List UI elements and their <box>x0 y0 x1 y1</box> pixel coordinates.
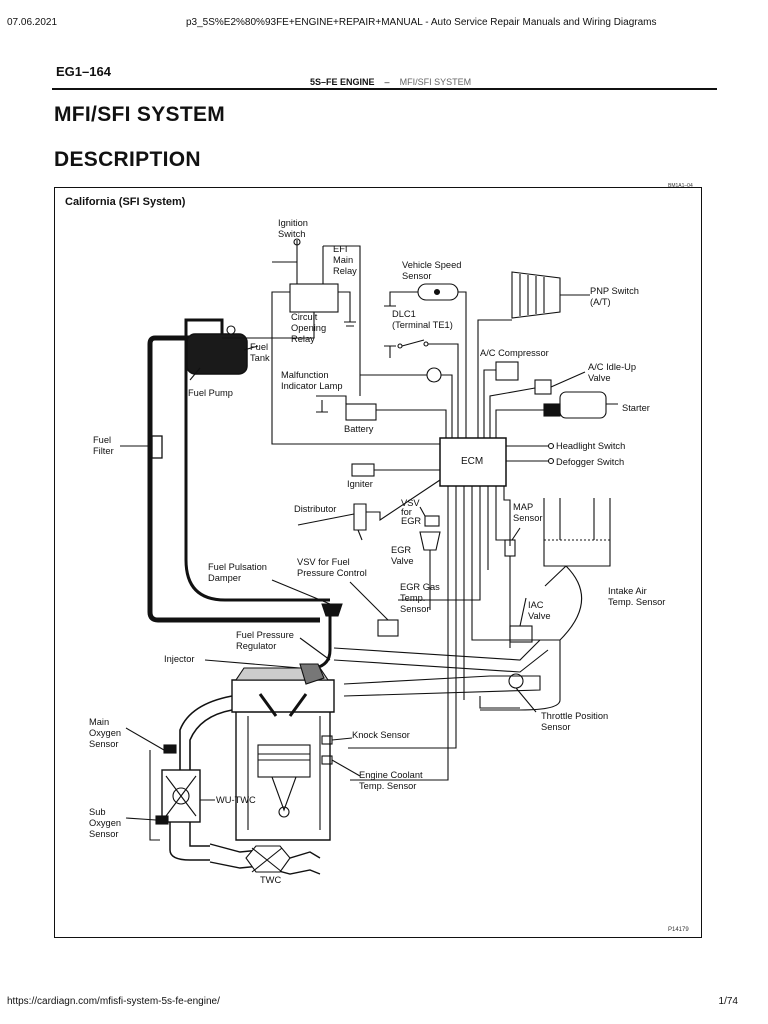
label-malfunction-lamp: Malfunction Indicator Lamp <box>281 370 343 391</box>
print-page-number: 1/74 <box>718 996 738 1007</box>
label-intake-air-temp: Intake Air Temp. Sensor <box>608 586 666 607</box>
label-fuel-filter: Fuel Filter <box>93 435 114 456</box>
label-wu-twc: WU-TWC <box>216 795 256 805</box>
intake-chamber <box>543 498 611 567</box>
label-headlight-switch: Headlight Switch <box>556 441 626 451</box>
label-sub-oxygen: Sub Oxygen Sensor <box>89 807 122 839</box>
label-fuel-pump: Fuel Pump <box>188 388 233 398</box>
starter <box>559 391 607 419</box>
label-fuel-pulsation-damper: Fuel Pulsation Damper <box>208 562 267 583</box>
igniter <box>351 463 375 477</box>
system-diagram <box>120 238 618 875</box>
label-vsv-fuel-pressure: VSV for Fuel Pressure Control <box>297 557 367 578</box>
label-fuel-pressure-regulator: Fuel Pressure Regulator <box>236 630 294 651</box>
vsv-egr <box>424 515 440 527</box>
fuel-pulsation-damper <box>321 603 343 617</box>
label-engine-coolant: Engine Coolant Temp. Sensor <box>359 770 423 791</box>
label-ecm: ECM <box>461 456 484 467</box>
print-url: https://cardiagn.com/mfisfi-system-5s-fe… <box>7 996 220 1007</box>
exhaust-manifold <box>179 695 233 770</box>
fuel-filter <box>151 435 163 459</box>
label-twc: TWC <box>260 875 282 885</box>
engine-label: 5S–FE ENGINE <box>310 77 375 87</box>
battery <box>345 403 377 421</box>
label-iac-valve: IAC Valve <box>528 600 551 621</box>
iac-valve <box>509 625 533 643</box>
label-pnp-switch: PNP Switch (A/T) <box>590 286 639 307</box>
label-injector: Injector <box>164 654 195 664</box>
section-heading: MFI/SFI SYSTEM <box>54 103 226 126</box>
label-throttle-position: Throttle Position Sensor <box>541 711 609 732</box>
label-vsv-egr: VSV for EGR <box>401 498 422 526</box>
injector <box>299 663 325 685</box>
label-starter: Starter <box>622 403 650 413</box>
label-ignition-switch: Ignition Switch <box>278 218 308 239</box>
fuel-return-line <box>184 318 330 602</box>
label-igniter: Igniter <box>347 479 373 489</box>
page-code: EG1–164 <box>56 64 111 79</box>
figure-tag: BM1A1–04 <box>668 183 693 189</box>
label-battery: Battery <box>344 424 374 434</box>
piston <box>257 744 311 778</box>
vsv-fuel-pressure <box>377 619 399 637</box>
label-circuit-opening-relay: Circuit Opening Relay <box>291 312 327 344</box>
main-oxygen-body <box>163 744 177 754</box>
ac-idle-up-valve <box>534 379 552 395</box>
distributor <box>353 503 367 541</box>
label-ac-compressor: A/C Compressor <box>480 348 549 358</box>
label-egr-valve: EGR Valve <box>391 545 414 566</box>
circuit-opening-relay-box <box>289 283 339 313</box>
pnp-switch <box>511 271 561 319</box>
sub-oxygen-body <box>155 815 169 825</box>
section-label: MFI/SFI SYSTEM <box>399 77 472 87</box>
label-fuel-tank: Fuel Tank <box>250 342 270 363</box>
description-heading: DESCRIPTION <box>54 148 201 171</box>
label-defogger-switch: Defogger Switch <box>556 457 625 467</box>
label-map-sensor: MAP Sensor <box>513 502 543 523</box>
figure-caption: California (SFI System) <box>65 196 186 208</box>
print-date: 07.06.2021 <box>7 17 58 28</box>
print-page-title: p3_5S%E2%80%93FE+ENGINE+REPAIR+MANUAL - … <box>186 17 657 28</box>
label-main-oxygen: Main Oxygen Sensor <box>89 717 122 749</box>
label-vehicle-speed-sensor: Vehicle Speed Sensor <box>402 260 462 281</box>
malfunction-lamp <box>426 367 442 383</box>
header-rule <box>52 88 717 90</box>
figure-id: P14179 <box>668 927 689 933</box>
label-distributor: Distributor <box>294 504 337 514</box>
cylinder-head <box>231 679 335 713</box>
fuel-line <box>147 335 320 623</box>
label-egr-gas-temp: EGR Gas Temp. Sensor <box>400 582 440 614</box>
egr-valve <box>419 531 441 551</box>
fuel-tank <box>186 333 248 375</box>
engine-block <box>235 712 331 841</box>
ac-compressor <box>495 361 519 381</box>
running-header: 5S–FE ENGINE – MFI/SFI SYSTEM <box>310 77 471 87</box>
label-efi-main-relay: EFI Main Relay <box>333 244 357 276</box>
label-ac-idle-up-valve: A/C Idle-Up Valve <box>588 362 637 383</box>
label-dlc1: DLC1 (Terminal TE1) <box>392 309 453 330</box>
header-dash: – <box>384 77 390 87</box>
ignition-switch <box>293 238 301 246</box>
label-knock-sensor: Knock Sensor <box>352 730 410 740</box>
ecm-box <box>439 437 507 487</box>
figure-frame <box>54 187 702 938</box>
